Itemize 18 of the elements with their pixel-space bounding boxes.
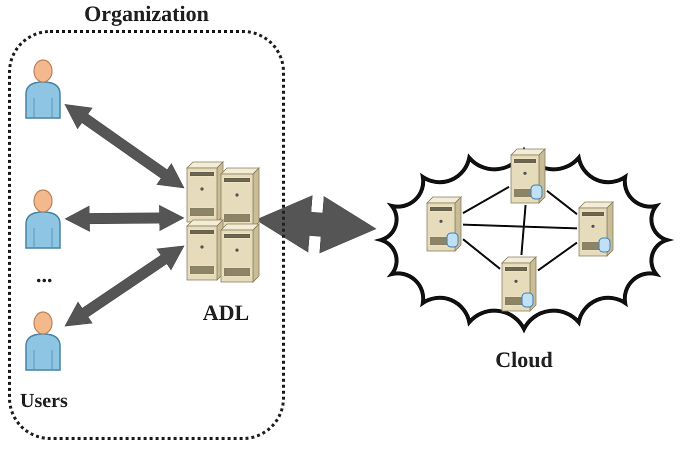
connector-line bbox=[537, 242, 578, 272]
node-label: Cloud bbox=[494, 347, 554, 373]
connector-line bbox=[462, 186, 510, 214]
ellipsis-text: ... bbox=[36, 262, 52, 288]
double-arrow bbox=[64, 204, 184, 232]
connector-line bbox=[520, 204, 527, 256]
connector-line bbox=[462, 224, 578, 230]
connector-line bbox=[546, 190, 578, 215]
group-title: Organization bbox=[83, 1, 210, 27]
double-arrow bbox=[64, 245, 185, 327]
server-icon bbox=[500, 255, 538, 313]
group-label: Users bbox=[20, 390, 68, 413]
server-icon bbox=[509, 147, 547, 205]
server-icon bbox=[577, 200, 615, 258]
server-icon bbox=[425, 195, 463, 253]
double-arrow bbox=[64, 104, 185, 188]
node-label: ADL bbox=[202, 300, 250, 326]
connector-line bbox=[462, 238, 501, 270]
